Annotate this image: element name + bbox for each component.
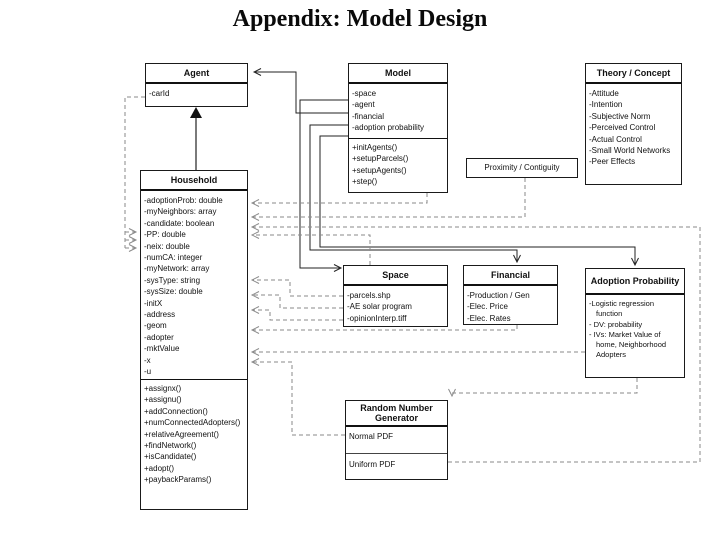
class-method: +relativeAgreement() (144, 429, 219, 439)
class-attribute: -adopter (144, 332, 174, 342)
class-box-theory: Theory / Concept -Attitude -Intention-Subj… (585, 63, 682, 185)
class-attribute: - DV: probability (589, 319, 643, 329)
class-attribute: -Elec. Rates (467, 313, 511, 323)
class-attribute: -adoption probability (352, 123, 425, 133)
connector-model-adoption (319, 135, 639, 267)
class-attribute: -Logistic regression function (589, 299, 655, 319)
connector-financial-household (250, 325, 518, 334)
class-method: +assignx() (144, 384, 182, 393)
class-attribute: -Actual Control (589, 134, 642, 144)
class-method: +step() (352, 177, 378, 187)
class-attribute: -adoptionProb: double (144, 196, 223, 205)
class-attribute: - IVs: Market Value of home, Neighborhoo… (589, 329, 667, 360)
class-methods: +assignx() +assignu()+addConnection() +num… (141, 379, 247, 488)
class-attribute: -myNetwork: array (144, 264, 210, 274)
class-method: +paybackParams() (144, 475, 212, 485)
class-title: Adoption Probability (586, 269, 684, 295)
class-attribute: -Intention (589, 100, 623, 110)
connector-model-space (299, 99, 348, 272)
class-attribute: -candidate: boolean (144, 218, 215, 228)
class-attributes: -space -agent-financial -adoption probabil… (349, 84, 447, 138)
class-title: Space (344, 266, 447, 286)
class-method: +initAgents() (352, 143, 398, 152)
class-attribute: -neix: double (144, 241, 190, 251)
class-attributes: -carId (146, 84, 247, 101)
class-attribute: -geom (144, 321, 167, 331)
class-box-financial: Financial -Production / Gen -Elec. Price-E… (463, 265, 558, 325)
class-attribute: -x (144, 355, 151, 365)
class-title: Theory / Concept (586, 64, 681, 84)
class-method: +isCandidate() (144, 452, 197, 462)
class-title: Agent (146, 64, 247, 84)
class-title: Random Number Generator (346, 401, 447, 427)
class-attribute: -parcels.shp (347, 291, 391, 300)
class-attribute: -sysSize: double (144, 287, 203, 297)
class-attributes: -Attitude -Intention-Subjective Norm -Perc… (586, 84, 681, 170)
class-attribute: -Production / Gen (467, 291, 530, 300)
class-method: +findNetwork() (144, 441, 197, 451)
class-method: +setupParcels() (352, 154, 409, 164)
connector-space-household-1 (250, 276, 343, 297)
class-attribute: -Perceived Control (589, 123, 656, 133)
class-attribute: -PP: double (144, 230, 186, 240)
class-attribute: -Small World Networks (589, 146, 671, 156)
class-title: Household (141, 171, 247, 191)
class-attribute: -address (144, 310, 176, 320)
class-attribute: -agent (352, 100, 375, 110)
connector-space-household-top (250, 231, 371, 265)
class-box-model: Model -space -agent-financial -adoption pro… (348, 63, 448, 193)
class-attribute: -space (352, 89, 377, 98)
class-attribute: -Subjective Norm (589, 111, 651, 121)
class-methods: Uniform PDF (346, 453, 447, 472)
class-attributes: Normal PDF (346, 427, 447, 453)
class-attribute: -sysType: string (144, 275, 201, 285)
page-title: Appendix: Model Design (232, 6, 488, 32)
class-attribute: -Peer Effects (589, 157, 636, 167)
class-attribute: -Elec. Price (467, 302, 508, 312)
class-method: +numConnectedAdopters() (144, 418, 241, 428)
class-box-household: Household -adoptionProb: double -myNeighbo… (140, 170, 248, 510)
class-attribute: -initX (144, 298, 163, 308)
class-attributes: -parcels.shp -AE solar program-opinionInt… (344, 286, 447, 326)
connector-rng-uniform-household (250, 223, 701, 463)
class-box-proximity: Proximity / Contiguity (466, 158, 578, 178)
class-box-agent: Agent -carId (145, 63, 248, 107)
class-attribute: -financial (352, 111, 385, 121)
connector-rng-normal-household (250, 358, 345, 436)
class-box-space: Space -parcels.shp -AE solar program-opini… (343, 265, 448, 327)
class-method: Uniform PDF (349, 460, 396, 469)
class-methods: +initAgents() +setupParcels()+setupAgents… (349, 138, 447, 190)
class-attribute: -carId (149, 89, 170, 98)
class-attribute: -Attitude (589, 89, 619, 98)
class-title: Proximity / Contiguity (484, 163, 560, 172)
class-attribute: Normal PDF (349, 432, 394, 441)
connector-proximity-household (250, 178, 526, 221)
class-attribute: -u (144, 367, 152, 377)
class-box-adoption: Adoption Probability-Logistic regression… (585, 268, 685, 378)
class-method: +assignu() (144, 395, 182, 405)
class-attribute: -myNeighbors: array (144, 207, 217, 217)
class-method: +setupAgents() (352, 165, 407, 175)
connector-agent-carid-stub (124, 96, 145, 248)
connector-adoption-rng (448, 378, 638, 398)
class-attribute: -numCA: integer (144, 253, 203, 263)
connector-model-financial (309, 124, 521, 264)
class-attribute: -AE solar program (347, 302, 412, 312)
connector-model-household (250, 193, 428, 207)
class-attributes: -adoptionProb: double -myNeighbors: array… (141, 191, 247, 379)
class-attributes: -Production / Gen -Elec. Price-Elec. Rate… (464, 286, 557, 324)
class-method: +addConnection() (144, 406, 208, 416)
connector-space-household-3 (250, 306, 343, 321)
connector-space-household-2 (250, 291, 343, 309)
class-attribute: -opinionInterp.tiff (347, 313, 407, 323)
inheritance-arrow-icon (190, 107, 202, 118)
connector-model-agent (252, 68, 348, 114)
class-method: +adopt() (144, 463, 175, 473)
class-attribute: -mktValue (144, 344, 180, 354)
class-title: Model (349, 64, 447, 84)
class-title: Financial (464, 266, 557, 286)
class-attributes: -Logistic regression function- DV: proba… (586, 295, 684, 363)
